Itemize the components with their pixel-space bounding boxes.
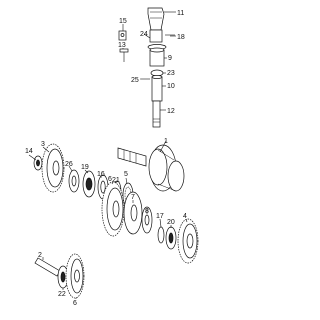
callout-11: 11 bbox=[177, 10, 184, 17]
part-7-gear bbox=[123, 191, 143, 235]
part-8-hub bbox=[141, 206, 153, 234]
callout-8: 8 bbox=[145, 208, 149, 215]
part-22-bearing bbox=[57, 265, 69, 289]
callout-16: 16 bbox=[97, 171, 105, 178]
callout-19: 19 bbox=[81, 164, 89, 171]
part-11-shaft-housing bbox=[147, 7, 165, 43]
part-9-sleeve bbox=[149, 47, 165, 67]
part-10-spindle bbox=[151, 75, 163, 102]
callout-2: 2 bbox=[38, 252, 42, 259]
exploded-parts-diagram: 1 2 3 4 5 6 6 7 8 9 10 11 12 13 14 15 16… bbox=[25, 7, 199, 307]
callout-10: 10 bbox=[167, 83, 175, 90]
callout-13: 13 bbox=[118, 42, 126, 49]
callout-3: 3 bbox=[41, 141, 45, 148]
callout-15: 15 bbox=[119, 18, 127, 25]
part-15-bushing bbox=[118, 30, 127, 41]
diagram-canvas: 1 2 3 4 5 6 6 7 8 9 10 11 12 13 14 15 16… bbox=[25, 7, 199, 307]
callout-9: 9 bbox=[168, 55, 172, 62]
part-6-gear-upper bbox=[101, 181, 125, 237]
callout-23: 23 bbox=[167, 70, 175, 77]
callout-4: 4 bbox=[183, 213, 187, 220]
callout-6-upper: 6 bbox=[108, 176, 112, 183]
part-26-collar bbox=[68, 169, 80, 193]
callout-21: 21 bbox=[112, 177, 120, 184]
callout-5: 5 bbox=[124, 171, 128, 178]
callout-17: 17 bbox=[156, 213, 164, 220]
part-14-bearing bbox=[33, 155, 43, 171]
leader-lines bbox=[28, 11, 188, 299]
callout-14: 14 bbox=[25, 148, 33, 155]
part-3-gear bbox=[41, 143, 65, 193]
callout-26: 26 bbox=[65, 161, 73, 168]
callout-22: 22 bbox=[58, 291, 66, 298]
callout-25: 25 bbox=[131, 77, 139, 84]
callout-20: 20 bbox=[167, 219, 175, 226]
callout-6-lower: 6 bbox=[73, 300, 77, 307]
part-19-bearing bbox=[82, 170, 96, 198]
callout-12: 12 bbox=[167, 108, 175, 115]
part-17-ring bbox=[157, 226, 165, 244]
part-12-rod bbox=[152, 100, 161, 128]
callout-1: 1 bbox=[164, 138, 168, 145]
callout-24: 24 bbox=[140, 31, 148, 38]
part-20-bearing bbox=[165, 226, 177, 250]
part-13-bolt bbox=[119, 48, 129, 62]
part-2-shaft bbox=[34, 257, 61, 277]
part-1-mainshaft bbox=[117, 144, 185, 192]
callout-labels: 1 2 3 4 5 6 6 7 8 9 10 11 12 13 14 15 16… bbox=[25, 10, 187, 307]
callout-18: 18 bbox=[177, 34, 185, 41]
callout-7: 7 bbox=[131, 194, 135, 201]
part-6-gear-lower bbox=[65, 253, 85, 299]
part-4-gear bbox=[177, 218, 199, 264]
